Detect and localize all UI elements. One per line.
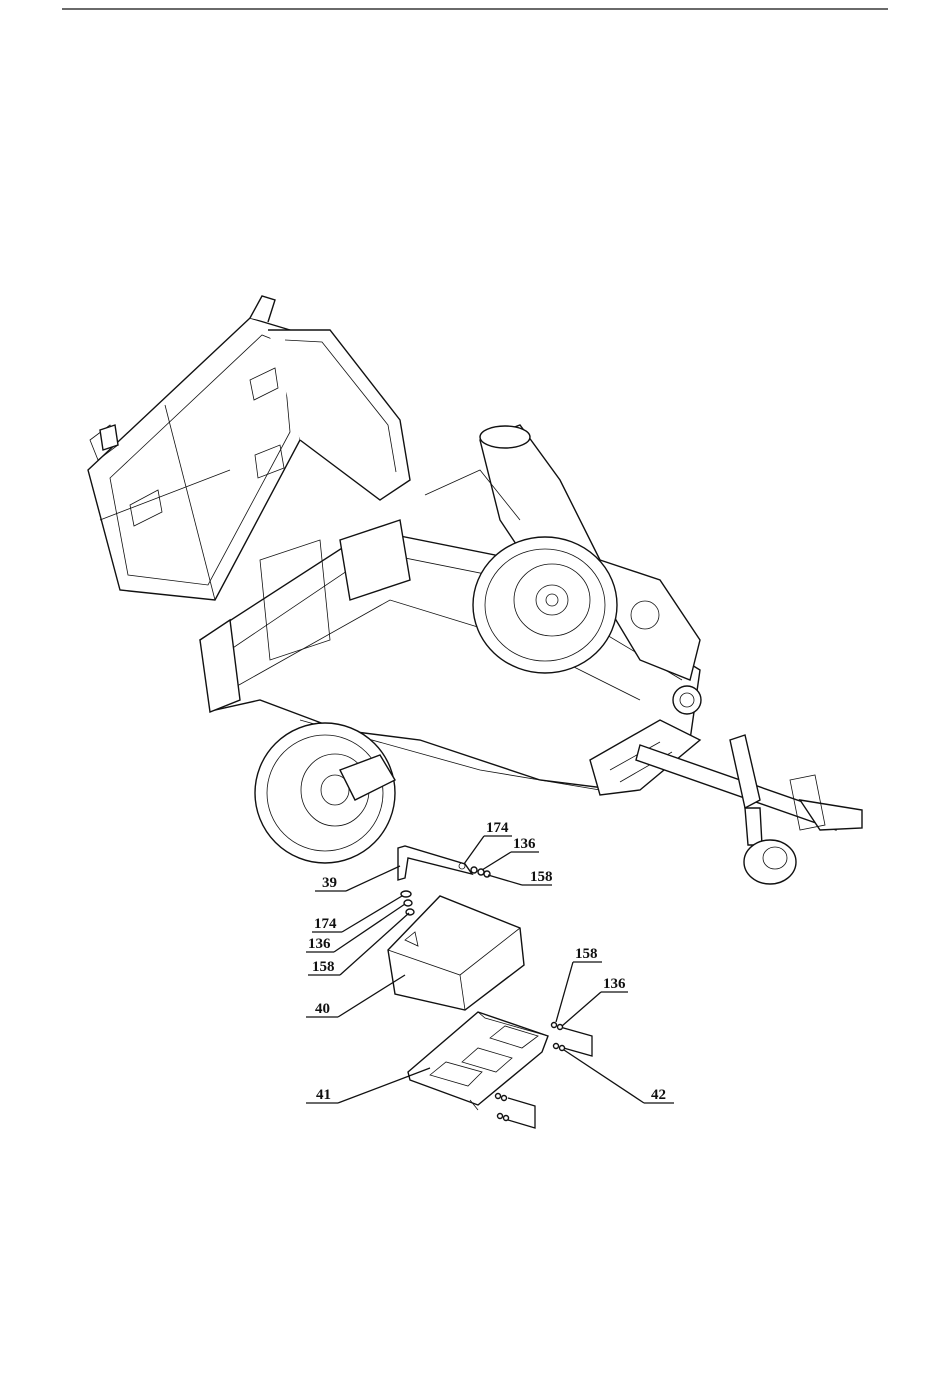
- skid-plate-part: [408, 1012, 548, 1110]
- hardware-stack-upper: [471, 867, 490, 877]
- bracket-part: [398, 846, 472, 880]
- callout-label: 174: [486, 820, 509, 836]
- callout-label: 39: [322, 875, 337, 891]
- callout-label: 136: [308, 936, 331, 952]
- hardware-stack-left: [401, 891, 414, 915]
- callout-40: 40: [306, 975, 405, 1017]
- callout-label: 136: [603, 976, 626, 992]
- callout-label: 158: [312, 959, 335, 975]
- callout-label: 174: [314, 916, 337, 932]
- callout-label: 40: [315, 1001, 330, 1017]
- callout-136-right: 136: [562, 976, 628, 1026]
- callout-42: 42: [564, 1050, 674, 1103]
- callout-136-upper: 136: [482, 836, 539, 870]
- u-bolt-part-upper: [552, 1023, 593, 1057]
- callout-174-upper: 174: [464, 820, 512, 864]
- callout-174-lower: 174: [312, 896, 402, 932]
- callout-158-upper: 158: [488, 869, 553, 885]
- callout-label: 136: [513, 836, 536, 852]
- trailer-assembly: [88, 296, 862, 884]
- callout-label: 158: [530, 869, 553, 885]
- callout-label: 158: [575, 946, 598, 962]
- callout-39: 39: [315, 866, 400, 891]
- callout-label: 42: [651, 1087, 666, 1103]
- callout-label: 41: [316, 1087, 331, 1103]
- u-bolt-part-lower: [496, 1094, 536, 1129]
